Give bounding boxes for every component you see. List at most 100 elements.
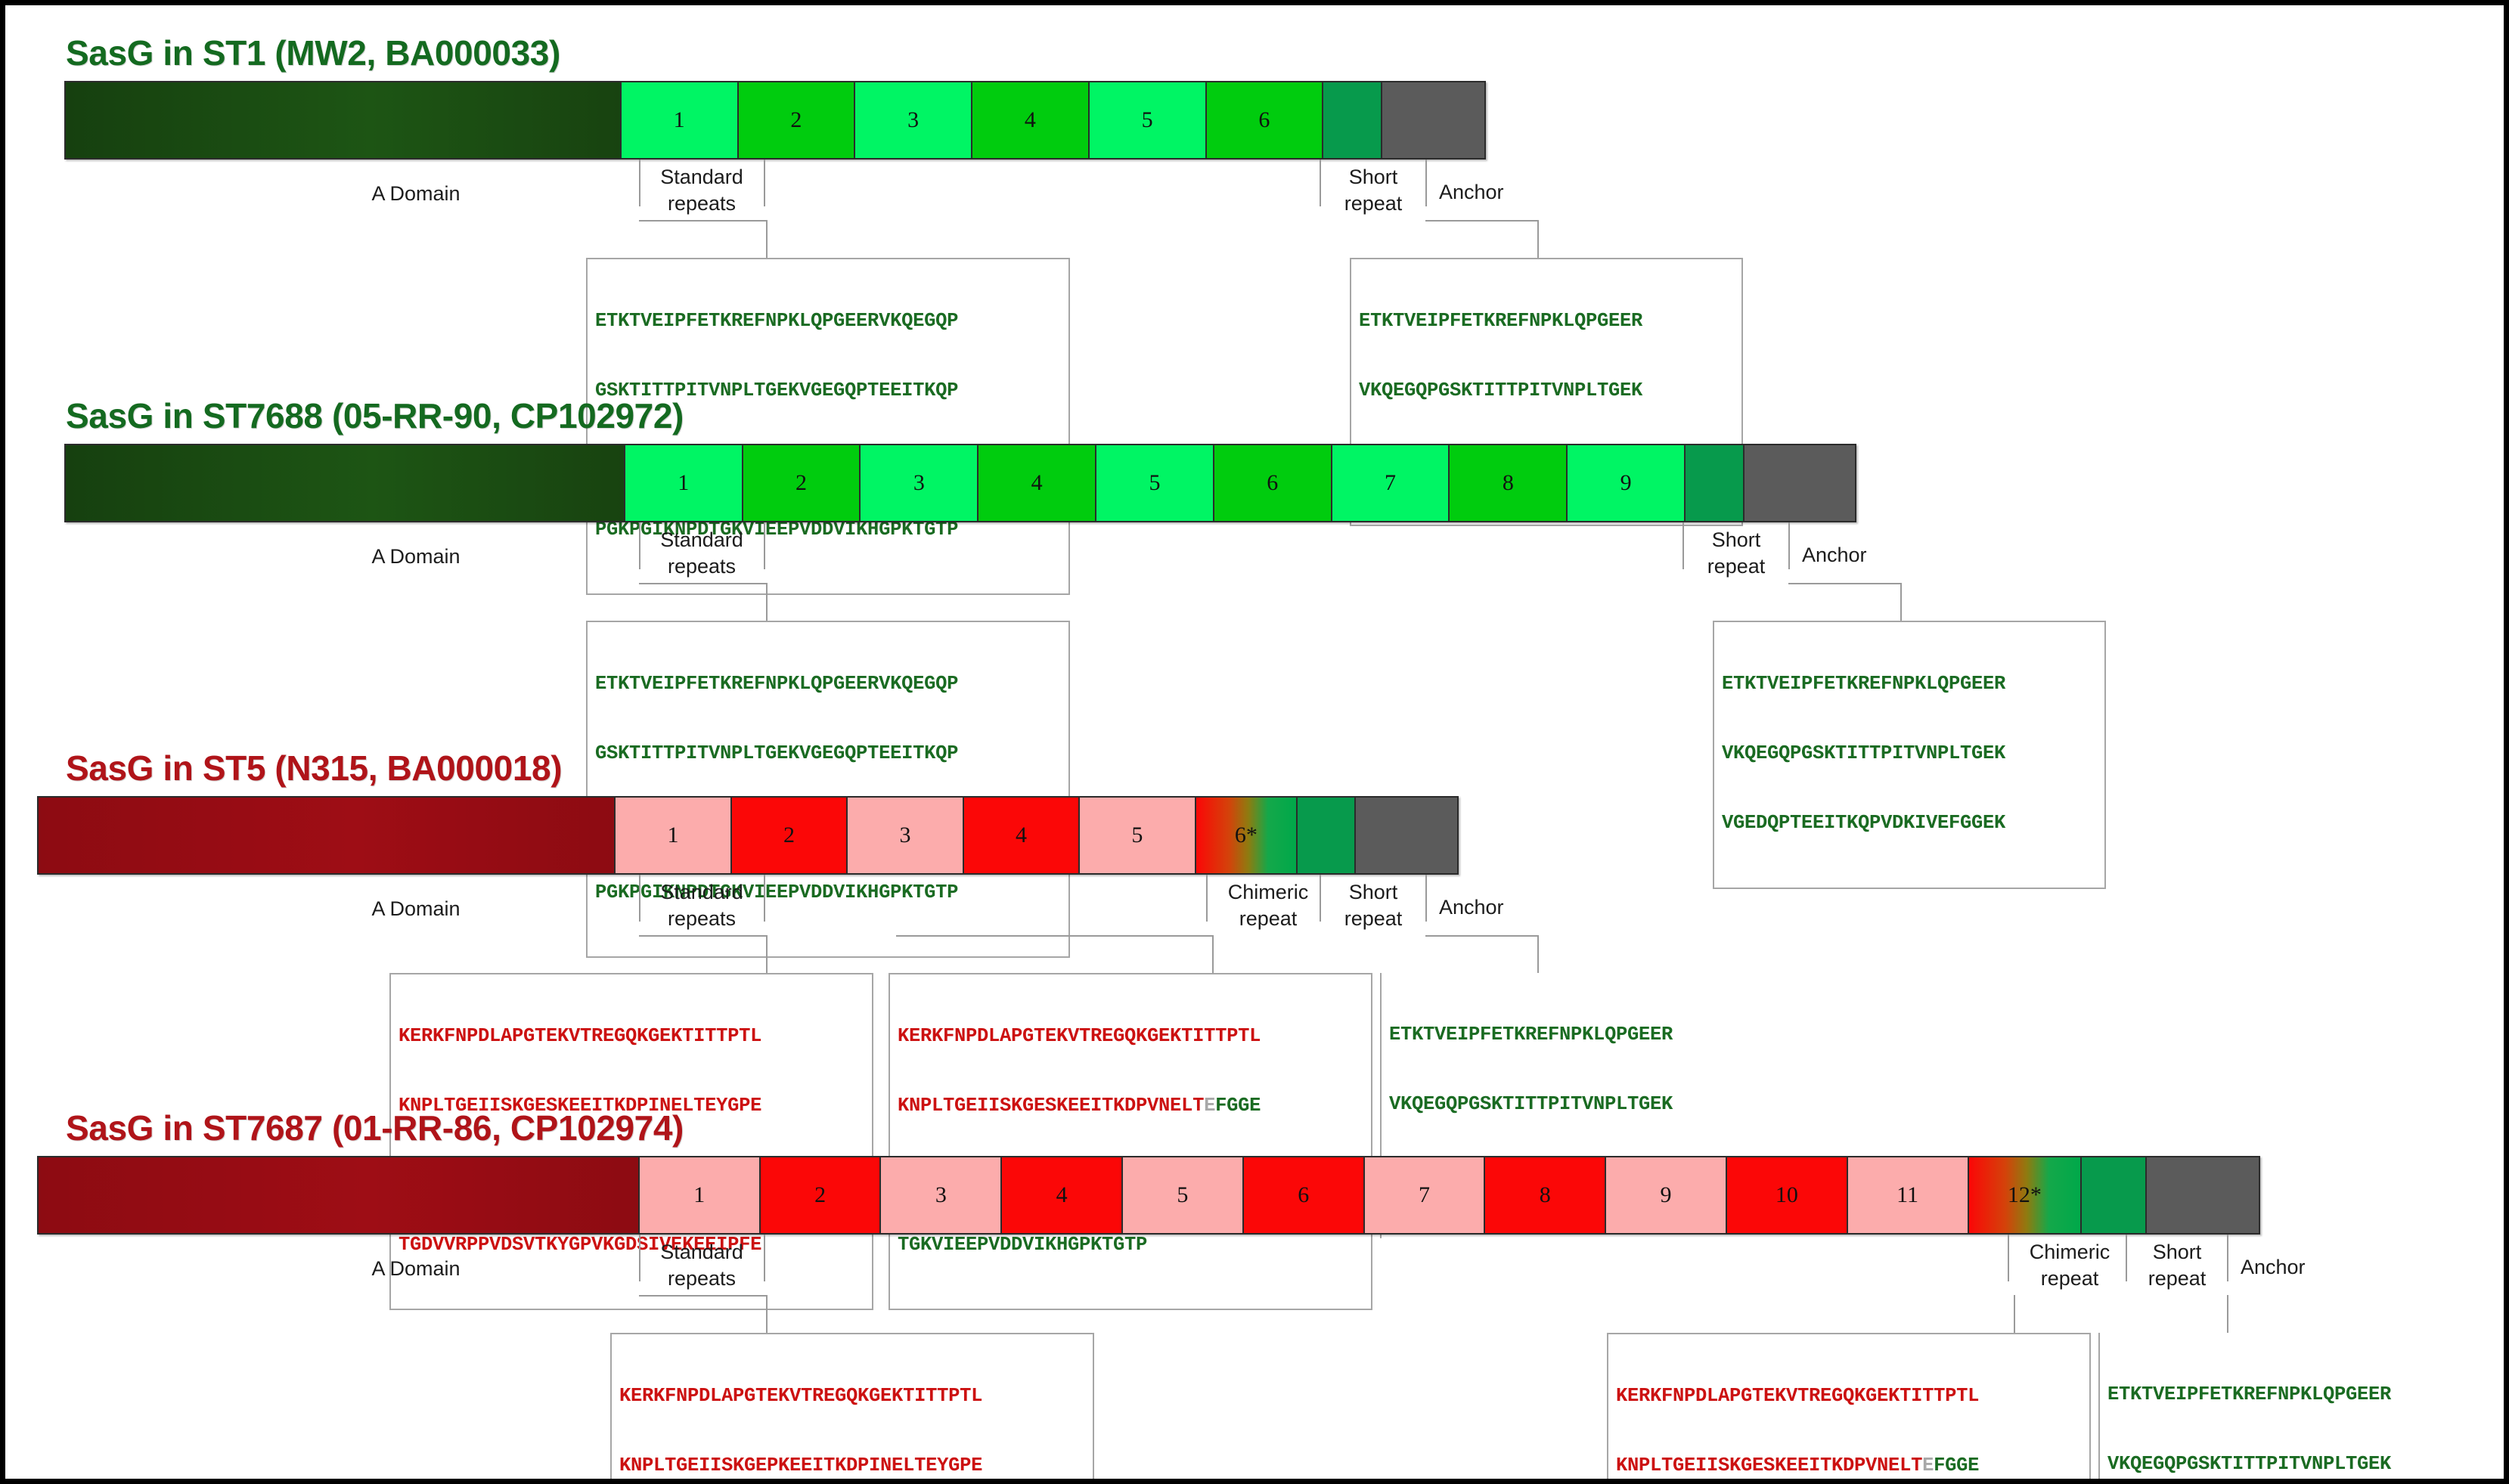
label-anchor: Anchor (1439, 181, 1504, 203)
panel-st7688: SasG in ST7688 (05-RR-90, CP102972) 1 2 … (5, 395, 2501, 959)
domain-bar-st1: 1 2 3 4 5 6 (64, 81, 1486, 160)
label-chimeric-repeat: Chimeric repeat (1227, 881, 1309, 930)
bracket-standard-drop (766, 583, 768, 622)
leader-line-chimeric-left (1206, 875, 1208, 922)
segment-short-repeat (2082, 1157, 2148, 1233)
sequence-standard-repeat-st7687: KERKFNPDLAPGTEKVTREGQKGEKTITTPTL KNPLTGE… (610, 1333, 1094, 1479)
bracket-standard-top (639, 935, 768, 937)
panel-title-st5: SasG in ST5 (N315, BA000018) (66, 748, 563, 788)
label-row-st5: A Domain Standard repeats Chimeric repea… (64, 875, 2501, 934)
leader-line-standard-right (764, 522, 765, 569)
chimeric-red-2: KNPLTGEIISKGESKEEITKDPVNELT (1616, 1454, 1923, 1476)
leader-line-short-left (2126, 1235, 2127, 1281)
label-standard-repeats: Standard repeats (660, 166, 743, 215)
segment-repeat-1: 1 (639, 1157, 761, 1233)
label-short-repeat: Short repeat (2148, 1241, 2207, 1290)
segment-repeat-1: 1 (625, 445, 743, 521)
segment-short-repeat (1686, 445, 1745, 521)
segment-repeat-4: 4 (963, 798, 1081, 873)
leader-line-short-left (1320, 875, 1321, 922)
bracket-short-drop (1537, 220, 1539, 259)
segment-short-repeat (1297, 798, 1356, 873)
segment-anchor (1382, 82, 1485, 158)
segment-repeat-4: 4 (1002, 1157, 1124, 1233)
leader-line-short-right (1788, 522, 1790, 569)
bracket-standard-drop (766, 220, 768, 259)
chimeric-red-1: KERKFNPDLAPGTEKVTREGQKGEKTITTPTL (898, 1025, 1261, 1048)
segment-a-domain (66, 82, 622, 158)
leader-line-short-right (2227, 1235, 2228, 1281)
segment-repeat-7: 7 (1364, 1157, 1486, 1233)
bracket-standard-top (639, 1295, 768, 1297)
domain-bar-st5: 1 2 3 4 5 6* (37, 796, 1459, 875)
segment-anchor (1355, 798, 1457, 873)
segment-repeat-3: 3 (848, 798, 964, 873)
segment-chimeric-repeat: 6* (1196, 798, 1298, 873)
leader-line-chimeric-left (2008, 1235, 2009, 1281)
segment-repeat-6: 6 (1206, 82, 1324, 158)
label-a-domain: A Domain (371, 545, 461, 568)
panel-st1: SasG in ST1 (MW2, BA000033) 1 2 3 4 5 6 … (5, 33, 2501, 596)
panel-title-st7688: SasG in ST7688 (05-RR-90, CP102972) (66, 396, 684, 435)
label-short-repeat: Short repeat (1344, 881, 1403, 930)
bracket-standard-drop (766, 1295, 768, 1334)
segment-short-repeat (1323, 82, 1382, 158)
segment-repeat-5: 5 (1096, 445, 1214, 521)
panel-st5: SasG in ST5 (N315, BA000018) 1 2 3 4 5 6… (5, 748, 2501, 1311)
segment-a-domain (39, 1157, 640, 1233)
leader-line-standard-left (639, 1235, 640, 1281)
label-a-domain: A Domain (371, 182, 461, 205)
segment-a-domain (39, 798, 616, 873)
segment-repeat-1: 1 (616, 798, 732, 873)
label-standard-repeats: Standard repeats (660, 881, 743, 930)
segment-repeat-9: 9 (1606, 1157, 1727, 1233)
segment-repeat-11: 11 (1847, 1157, 1969, 1233)
label-chimeric-repeat: Chimeric repeat (2029, 1241, 2110, 1290)
chimeric-green-4: TGKVIEEPVDDVIKHGPKTGTP (898, 1233, 1148, 1256)
segment-repeat-8: 8 (1485, 1157, 1607, 1233)
chimeric-green-2: FGGE (1934, 1454, 1980, 1476)
sequence-short-repeat-st7687: ETKTVEIPFETKREFNPKLQPGEER VKQEGQPGSKTITT… (2098, 1333, 2492, 1479)
chimeric-red-2: KNPLTGEIISKGESKEEITKDPVNELT (898, 1094, 1205, 1117)
leader-line-standard-left (639, 875, 640, 922)
bracket-short-drop (1900, 583, 1902, 622)
leader-line-short-right (1425, 875, 1427, 922)
segment-repeat-3: 3 (881, 1157, 1003, 1233)
domain-bar-st7687: 1 2 3 4 5 6 7 8 9 10 11 12* (37, 1156, 2260, 1235)
label-row-st7687: A Domain Standard repeats Chimeric repea… (64, 1235, 2501, 1293)
segment-chimeric-repeat: 12* (1968, 1157, 2083, 1233)
label-a-domain: A Domain (371, 1257, 461, 1280)
chimeric-red-1: KERKFNPDLAPGTEKVTREGQKGEKTITTPTL (1616, 1385, 1980, 1408)
segment-repeat-8: 8 (1450, 445, 1568, 521)
segment-repeat-3: 3 (861, 445, 979, 521)
panel-title-st7687: SasG in ST7687 (01-RR-86, CP102974) (66, 1108, 684, 1148)
bracket-standard-top (639, 583, 768, 584)
label-a-domain: A Domain (371, 897, 461, 920)
segment-repeat-9: 9 (1568, 445, 1686, 521)
sequence-chimeric-repeat-st7687: KERKFNPDLAPGTEKVTREGQKGEKTITTPTL KNPLTGE… (1607, 1333, 2091, 1479)
bracket-chimeric-drop (1212, 935, 1214, 974)
segment-repeat-4: 4 (972, 82, 1090, 158)
segment-repeat-5: 5 (1080, 798, 1196, 873)
segment-repeat-2: 2 (760, 1157, 882, 1233)
sequence-chimeric-repeat-st5: KERKFNPDLAPGTEKVTREGQKGEKTITTPTL KNPLTGE… (889, 973, 1372, 1311)
segment-repeat-3: 3 (855, 82, 973, 158)
segment-repeat-6: 6 (1243, 1157, 1365, 1233)
label-anchor: Anchor (1439, 896, 1504, 919)
leader-line-standard-left (639, 160, 640, 206)
chimeric-gray-2: E (1922, 1454, 1934, 1476)
segment-repeat-6: 6 (1214, 445, 1332, 521)
bracket-chimeric-drop (2014, 1295, 2015, 1334)
label-anchor: Anchor (1802, 544, 1867, 566)
leader-line-standard-right (764, 1235, 765, 1281)
segment-repeat-7: 7 (1332, 445, 1450, 521)
label-row-st1: A Domain Standard repeats Short repeat A… (64, 160, 2501, 218)
leader-line-short-left (1682, 522, 1684, 569)
bracket-short-top (1425, 220, 1539, 222)
label-short-repeat: Short repeat (1344, 166, 1403, 215)
label-standard-repeats: Standard repeats (660, 528, 743, 578)
panel-title-st1: SasG in ST1 (MW2, BA000033) (66, 33, 560, 73)
segment-repeat-2: 2 (738, 82, 856, 158)
segment-repeat-4: 4 (978, 445, 1097, 521)
